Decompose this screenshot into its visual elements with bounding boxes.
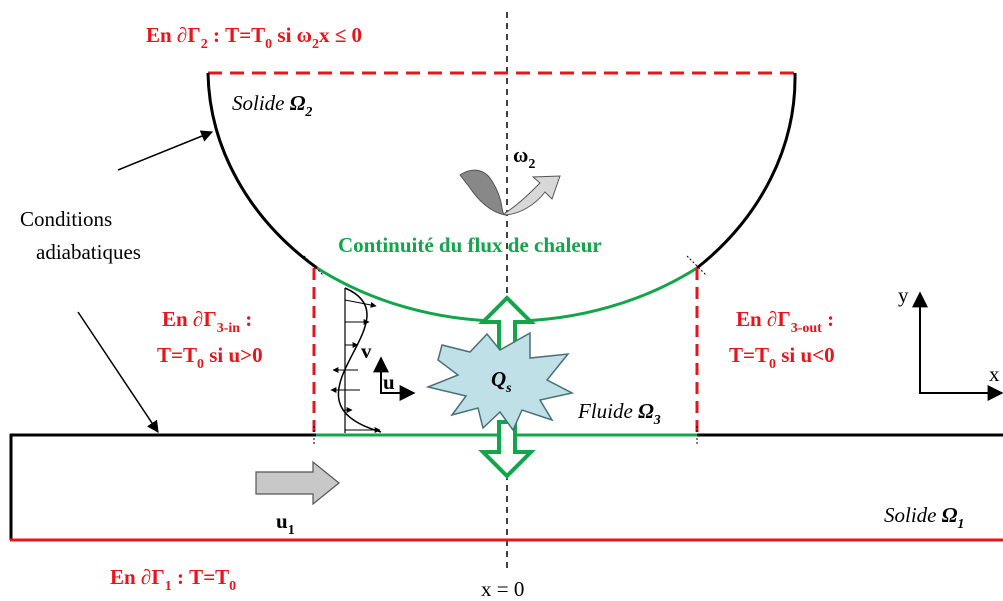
- heat-source-label: Qs: [491, 367, 512, 396]
- adiabatic-label-line1: Conditions: [20, 207, 112, 231]
- corner-dot-right: [686, 255, 708, 277]
- velocity-u-label: u: [383, 370, 395, 394]
- gamma3in-label-line1: En ∂Γ3-in :: [162, 307, 252, 336]
- gamma3in-label-line2: T=T0 si u>0: [157, 343, 263, 372]
- solid2-outline-right: [696, 72, 797, 270]
- solid1-label: Solide Ω1: [884, 503, 964, 532]
- adiabatic-arrow-bottom: [77, 311, 159, 433]
- adiabatic-arrow-top: [117, 130, 214, 171]
- velocity-profile: [330, 287, 382, 433]
- solid2-label: Solide Ω2: [232, 91, 312, 120]
- rotation-arrow-left: [459, 169, 506, 216]
- u1-label: u1: [276, 509, 295, 538]
- gamma1-label: En ∂Γ1 : T=T0: [110, 565, 236, 594]
- corner-dot-left: [303, 255, 325, 277]
- heat-flux-down-arrow: [478, 420, 536, 479]
- gamma3out-label-line1: En ∂Γ3-out :: [736, 307, 834, 336]
- continuity-label: Continuité du flux de chaleur: [338, 233, 602, 257]
- gamma3out-label-line2: T=T0 si u<0: [729, 343, 835, 372]
- fluid3-label: Fluide Ω3: [577, 399, 661, 428]
- heat-source-shape: [425, 331, 575, 432]
- adiabatic-label-line2: adiabatiques: [36, 240, 141, 264]
- omega2-label: ω2: [513, 143, 535, 172]
- u1-block-arrow: [255, 460, 340, 506]
- x-axis-label: x: [989, 362, 1000, 386]
- y-axis-label: y: [898, 283, 909, 307]
- x-zero-label: x = 0: [481, 577, 524, 601]
- solid2-outline-left: [206, 72, 318, 270]
- gamma2-label: En ∂Γ2 : T=T0 si ω2x ≤ 0: [146, 23, 362, 52]
- rotation-arrow-right: [504, 175, 561, 216]
- velocity-v-label: v: [361, 339, 372, 363]
